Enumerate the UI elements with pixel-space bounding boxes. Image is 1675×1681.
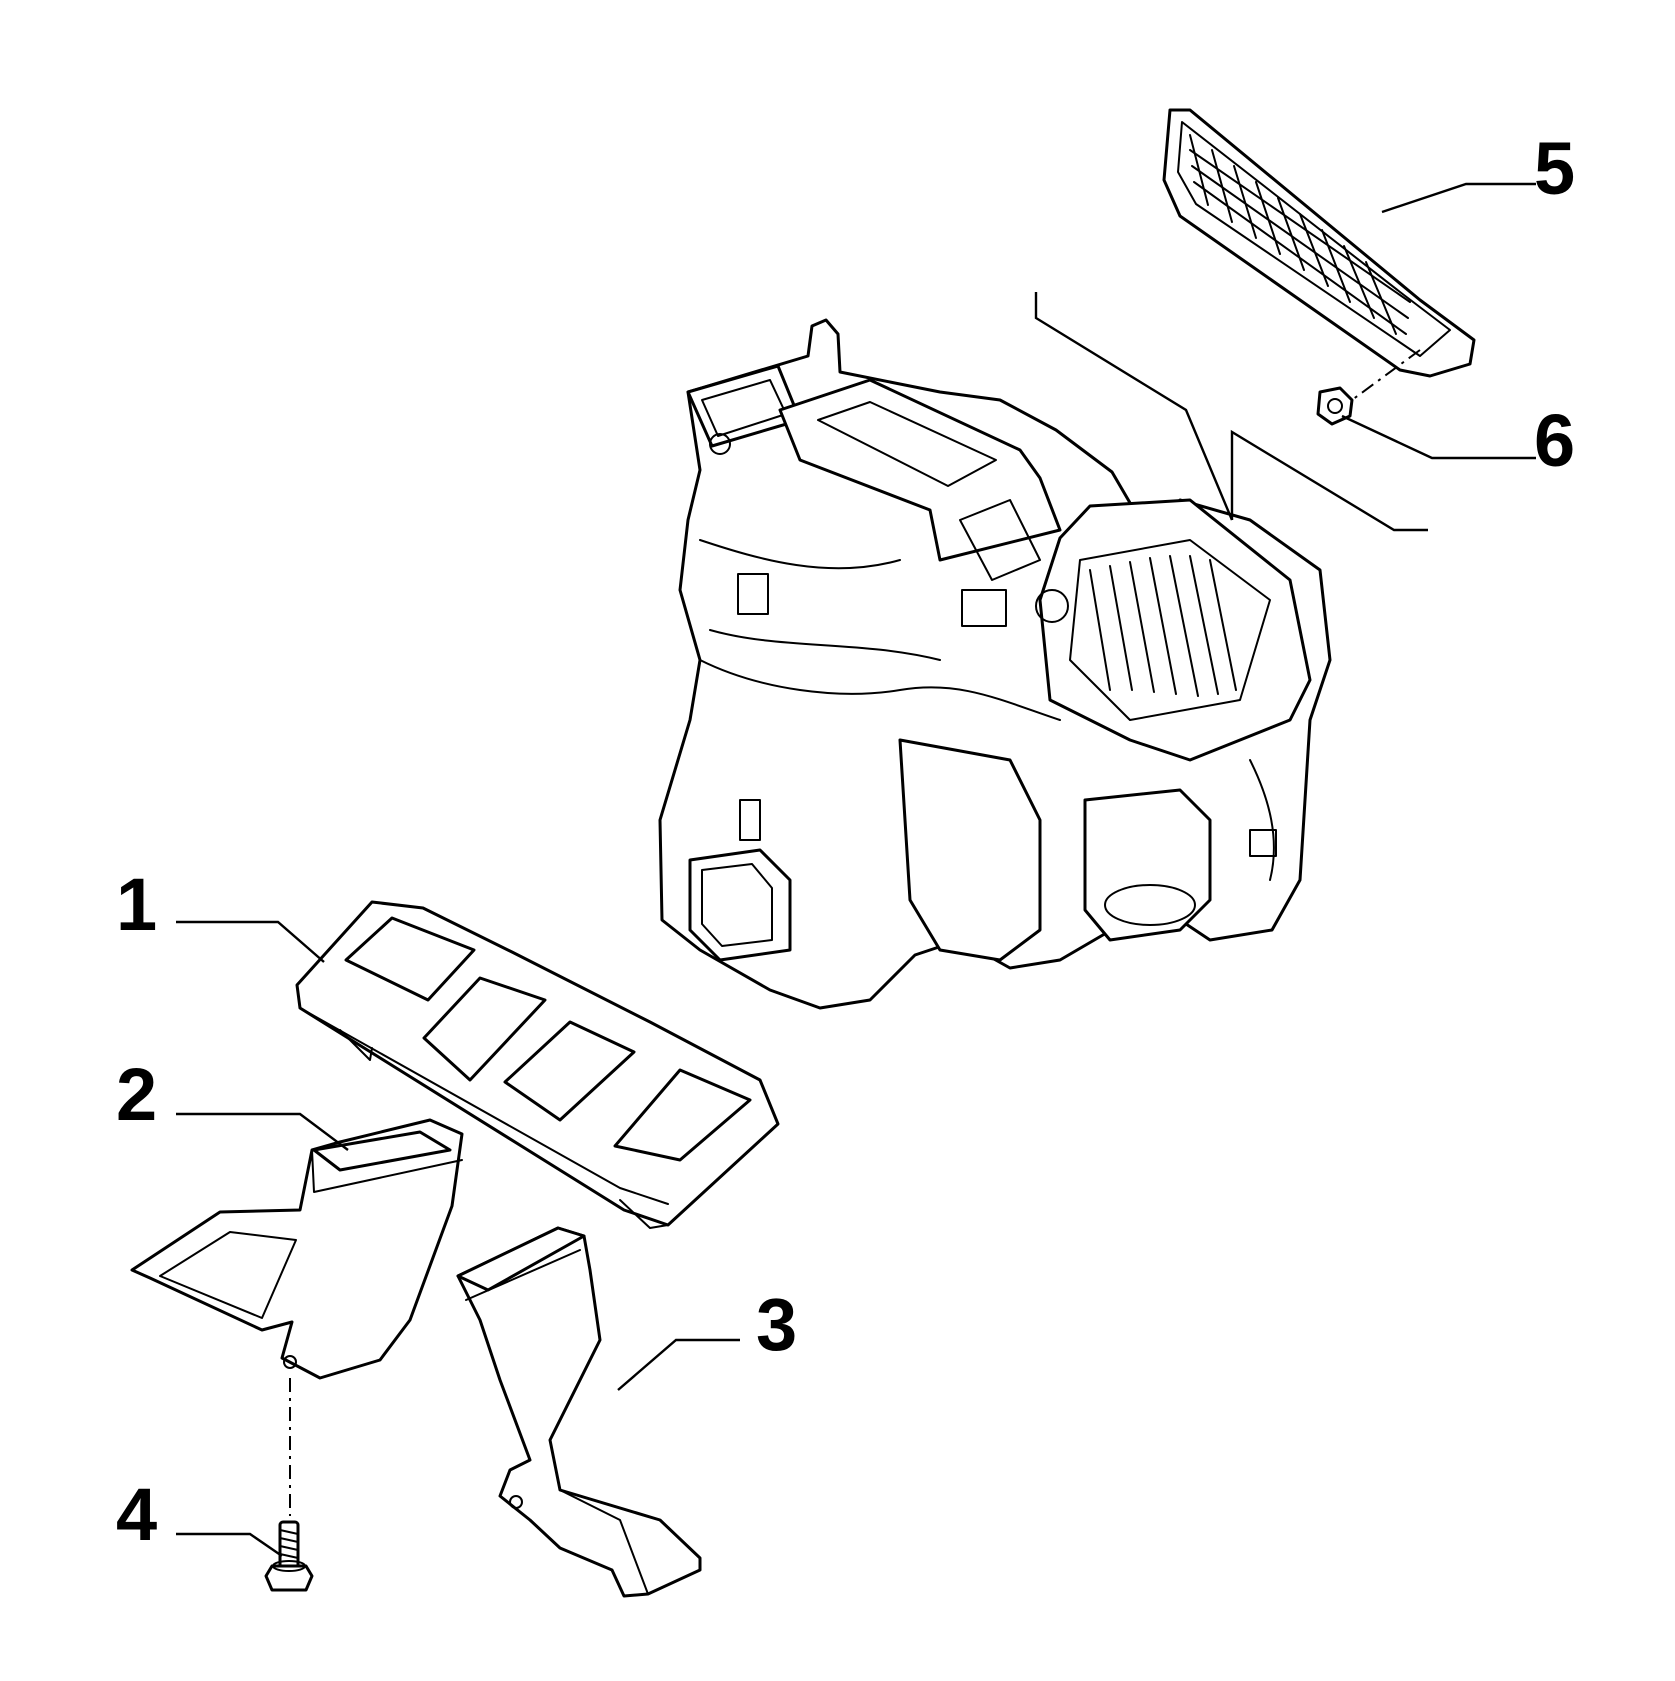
callout-4: 4 xyxy=(116,1473,158,1556)
bolt-part-4 xyxy=(264,1520,314,1592)
nut-part-6 xyxy=(1316,386,1354,426)
hvac-housing-assembly xyxy=(658,318,1332,1010)
leader-lines xyxy=(176,182,1536,1557)
filter-grille-part-5 xyxy=(1162,108,1476,378)
callout-6: 6 xyxy=(1534,399,1576,482)
callout-1: 1 xyxy=(116,863,158,946)
floor-duct-part-3 xyxy=(456,1226,702,1598)
air-distribution-duct-part-1 xyxy=(295,900,780,1229)
callout-5: 5 xyxy=(1534,127,1576,210)
floor-duct-part-2 xyxy=(130,1118,464,1380)
callout-3: 3 xyxy=(756,1283,798,1366)
callout-2: 2 xyxy=(116,1053,158,1136)
